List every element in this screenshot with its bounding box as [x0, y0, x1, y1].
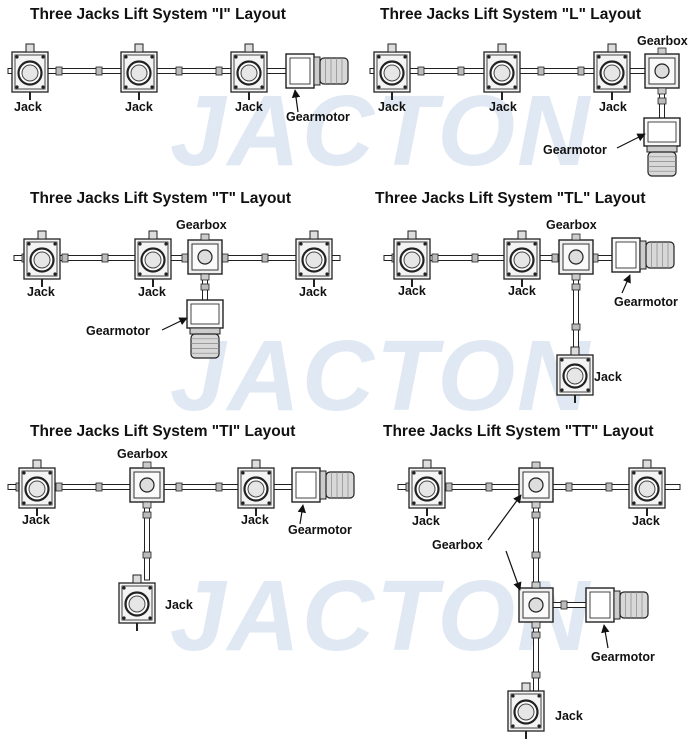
- jack-label: Jack: [378, 100, 406, 114]
- leader-line: [487, 494, 522, 541]
- watermark: JACTON JACTON JACTON: [170, 75, 591, 672]
- screw-jack-unit: [593, 43, 631, 100]
- gearmotor-label: Gearmotor: [591, 650, 655, 664]
- gearbox-label: Gearbox: [176, 218, 227, 232]
- jack-label: Jack: [632, 514, 660, 528]
- jack-label: Jack: [235, 100, 263, 114]
- jack-label: Jack: [555, 709, 583, 723]
- jack-label: Jack: [594, 370, 622, 384]
- gearmotor-label: Gearmotor: [288, 523, 352, 537]
- leader-line: [161, 317, 188, 331]
- panel-title-l: Three Jacks Lift System "L" Layout: [380, 6, 641, 23]
- jack-label: Jack: [412, 514, 440, 528]
- leader-line: [505, 550, 522, 591]
- jack-label: Jack: [508, 284, 536, 298]
- screw-jack-unit: [120, 43, 158, 100]
- units: [11, 43, 681, 739]
- gearbox-unit: [129, 461, 165, 509]
- gearmotor-label: Gearmotor: [614, 295, 678, 309]
- panel-title-i: Three Jacks Lift System "I" Layout: [30, 6, 286, 23]
- gearmotor-unit: [643, 117, 681, 177]
- gearmotor-label: Gearmotor: [543, 143, 607, 157]
- gearbox-unit: [558, 233, 594, 281]
- panel-title-tt: Three Jacks Lift System "TT" Layout: [383, 423, 654, 440]
- watermark-text: JACTON: [170, 320, 591, 432]
- jack-label: Jack: [398, 284, 426, 298]
- screw-jack-unit: [483, 43, 521, 100]
- drive-shaft: [142, 503, 152, 581]
- gearbox-unit: [644, 47, 680, 95]
- screw-jack-unit: [556, 346, 594, 403]
- gearmotor-label: Gearmotor: [86, 324, 150, 338]
- jack-label: Jack: [125, 100, 153, 114]
- screw-jack-unit: [230, 43, 268, 100]
- jack-label: Jack: [14, 100, 42, 114]
- drive-shaft: [531, 623, 541, 693]
- jack-label: Jack: [165, 598, 193, 612]
- gearbox-label: Gearbox: [432, 538, 483, 552]
- leader-line: [621, 274, 631, 294]
- gearbox-label: Gearbox: [637, 34, 688, 48]
- jack-label: Jack: [241, 513, 269, 527]
- screw-jack-unit: [408, 459, 446, 516]
- screw-jack-unit: [23, 230, 61, 287]
- gearmotor-unit: [186, 299, 224, 359]
- jack-label: Jack: [299, 285, 327, 299]
- screw-jack-unit: [237, 459, 275, 516]
- screw-jack-unit: [18, 459, 56, 516]
- gearmotor-unit: [285, 53, 349, 89]
- watermark-text: JACTON: [170, 75, 591, 187]
- gearbox-label: Gearbox: [117, 447, 168, 461]
- gearbox-unit: [187, 233, 223, 281]
- jack-label: Jack: [22, 513, 50, 527]
- leader-line: [616, 133, 646, 149]
- gearmotor-unit: [585, 587, 649, 623]
- drive-shaft: [13, 253, 341, 263]
- jack-label: Jack: [27, 285, 55, 299]
- leader-lines: [161, 89, 646, 649]
- panel-title-t: Three Jacks Lift System "T" Layout: [30, 190, 291, 207]
- drive-shaft: [531, 503, 541, 587]
- gearmotor-unit: [291, 467, 355, 503]
- screw-jack-unit: [503, 230, 541, 287]
- drive-shaft: [571, 275, 581, 351]
- screw-jack-unit: [118, 574, 156, 631]
- leader-line: [291, 89, 301, 113]
- leader-line: [297, 504, 306, 525]
- panel-title-tl: Three Jacks Lift System "TL" Layout: [375, 190, 646, 207]
- drive-shaft: [552, 600, 587, 610]
- screw-jack-unit: [11, 43, 49, 100]
- gearbox-unit: [518, 581, 554, 629]
- screw-jack-unit: [507, 682, 545, 739]
- gearbox-unit: [518, 461, 554, 509]
- jack-label: Jack: [489, 100, 517, 114]
- screw-jack-unit: [295, 230, 333, 287]
- panel-title-ti: Three Jacks Lift System "TI" Layout: [30, 423, 295, 440]
- screw-jack-unit: [393, 230, 431, 287]
- leader-line: [601, 624, 610, 649]
- gearmotor-label: Gearmotor: [286, 110, 350, 124]
- jack-label: Jack: [138, 285, 166, 299]
- gearmotor-unit: [611, 237, 675, 273]
- screw-jack-unit: [628, 459, 666, 516]
- screw-jack-unit: [373, 43, 411, 100]
- jack-label: Jack: [599, 100, 627, 114]
- screw-jack-unit: [134, 230, 172, 287]
- gearbox-label: Gearbox: [546, 218, 597, 232]
